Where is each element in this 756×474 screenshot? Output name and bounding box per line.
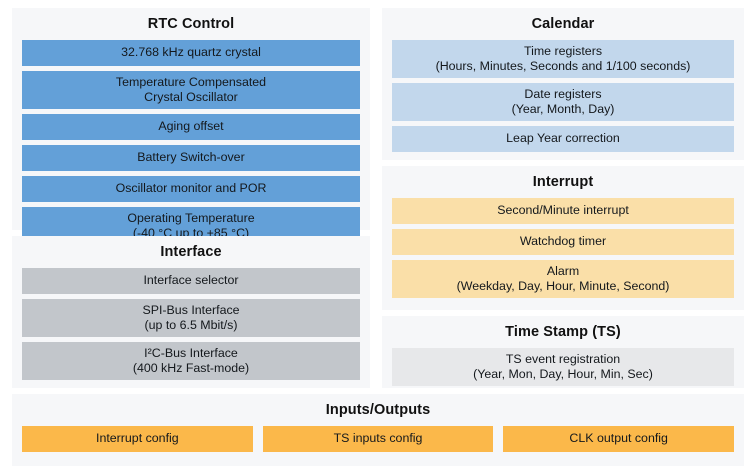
row-line-1: Time registers: [523, 44, 603, 58]
row-line-2: (up to 6.5 Mbit/s): [144, 317, 238, 332]
panel-title-time-stamp: Time Stamp (TS): [505, 324, 621, 340]
rtc-control-row: Oscillator monitor and POR: [22, 175, 360, 202]
row-line-2: (400 kHz Fast-mode): [132, 360, 250, 375]
calendar-row: Leap Year correction: [392, 125, 734, 152]
panel-title-interface: Interface: [160, 244, 222, 260]
interface-row: I²C-Bus Interface (400 kHz Fast-mode): [22, 341, 360, 380]
inputs-outputs-row: Interrupt config: [22, 425, 253, 452]
rtc-control-row-list: 32.768 kHz quartz crystal Temperature Co…: [12, 39, 370, 253]
rtc-control-row: Aging offset: [22, 113, 360, 140]
row-line-1: TS event registration: [505, 352, 621, 366]
row-line-1: Second/Minute interrupt: [497, 203, 629, 218]
calendar-row-list: Time registers (Hours, Minutes, Seconds …: [382, 39, 744, 160]
row-line-1: SPI-Bus Interface: [142, 303, 240, 317]
panel-title-interrupt: Interrupt: [532, 174, 594, 190]
row-line-1: Interrupt config: [96, 431, 179, 446]
interface-row: Interface selector: [22, 267, 360, 294]
panel-inputs-outputs: Inputs/Outputs Interrupt config TS input…: [12, 394, 744, 466]
row-line-1: I²C-Bus Interface: [144, 346, 238, 360]
row-line-2: Crystal Oscillator: [144, 89, 238, 104]
row-line-1: Temperature Compensated: [115, 75, 267, 89]
panel-title-inputs-outputs: Inputs/Outputs: [325, 402, 431, 418]
interface-row-list: Interface selector SPI-Bus Interface (up…: [12, 267, 370, 388]
row-line-1: Battery Switch-over: [137, 150, 245, 165]
panel-interrupt: Interrupt Second/Minute interrupt Watchd…: [382, 166, 744, 310]
row-line-1: Watchdog timer: [519, 234, 607, 249]
rtc-control-row: Battery Switch-over: [22, 144, 360, 171]
panel-title-rtc-control: RTC Control: [147, 16, 235, 32]
row-line-2: (Year, Month, Day): [511, 101, 615, 116]
panel-time-stamp: Time Stamp (TS) TS event registration (Y…: [382, 316, 744, 388]
calendar-row: Date registers (Year, Month, Day): [392, 82, 734, 121]
panel-interface: Interface Interface selector SPI-Bus Int…: [12, 236, 370, 388]
row-line-1: 32.768 kHz quartz crystal: [121, 45, 261, 60]
interrupt-row: Second/Minute interrupt: [392, 197, 734, 224]
row-line-1: Leap Year correction: [506, 131, 620, 146]
panel-calendar: Calendar Time registers (Hours, Minutes,…: [382, 8, 744, 160]
row-line-1: TS inputs config: [333, 431, 423, 446]
row-line-2: (Hours, Minutes, Seconds and 1/100 secon…: [435, 58, 691, 73]
calendar-row: Time registers (Hours, Minutes, Seconds …: [392, 39, 734, 78]
inputs-outputs-row: CLK output config: [503, 425, 735, 452]
panel-rtc-control: RTC Control 32.768 kHz quartz crystal Te…: [12, 8, 370, 245]
rtc-control-row: Temperature Compensated Crystal Oscillat…: [22, 70, 360, 109]
interrupt-row: Watchdog timer: [392, 228, 734, 255]
row-line-1: Alarm: [546, 264, 580, 278]
row-line-1: Operating Temperature: [127, 211, 255, 225]
time-stamp-row-list: TS event registration (Year, Mon, Day, H…: [382, 347, 744, 394]
row-line-1: Interface selector: [143, 273, 239, 288]
rtc-control-row: 32.768 kHz quartz crystal: [22, 39, 360, 66]
inputs-outputs-row-list: Interrupt config TS inputs config CLK ou…: [12, 425, 744, 460]
row-line-1: Aging offset: [158, 119, 224, 134]
interrupt-row: Alarm (Weekday, Day, Hour, Minute, Secon…: [392, 259, 734, 298]
row-line-1: Oscillator monitor and POR: [115, 181, 267, 196]
row-line-1: Date registers: [524, 87, 602, 101]
row-line-1: CLK output config: [569, 431, 668, 446]
row-line-2: (Year, Mon, Day, Hour, Min, Sec): [473, 366, 653, 381]
inputs-outputs-row: TS inputs config: [262, 425, 494, 452]
panel-title-calendar: Calendar: [531, 16, 595, 32]
time-stamp-row: TS event registration (Year, Mon, Day, H…: [392, 347, 734, 386]
row-line-2: (Weekday, Day, Hour, Minute, Second): [456, 278, 670, 293]
interrupt-row-list: Second/Minute interrupt Watchdog timer A…: [382, 197, 744, 306]
interface-row: SPI-Bus Interface (up to 6.5 Mbit/s): [22, 298, 360, 337]
